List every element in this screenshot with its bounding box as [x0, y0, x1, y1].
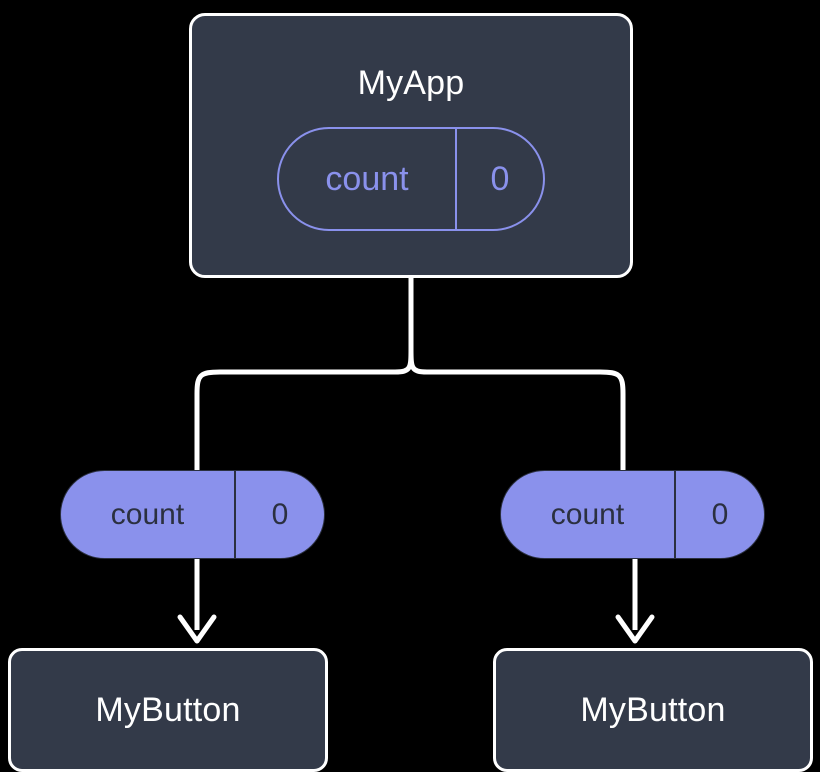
- component-node-myapp[interactable]: MyApp: [189, 13, 633, 278]
- component-node-mybutton-right[interactable]: MyButton: [493, 648, 813, 772]
- prop-pill-count-right[interactable]: count 0: [500, 470, 765, 559]
- state-pill-value: 0: [455, 129, 543, 229]
- prop-pill-key: count: [550, 497, 625, 531]
- edge-root-to-left-pill: [194, 275, 414, 473]
- arrow-head-right: [615, 614, 655, 644]
- arrow-head-left: [177, 614, 217, 644]
- state-pill-count-root[interactable]: count 0: [277, 127, 545, 231]
- prop-pill-value: 0: [234, 471, 324, 558]
- component-label-mybutton: MyButton: [580, 691, 726, 729]
- component-label-myapp: MyApp: [357, 64, 465, 102]
- state-pill-key: count: [325, 160, 409, 198]
- prop-pill-value: 0: [674, 471, 764, 558]
- prop-pill-count-left[interactable]: count 0: [60, 470, 325, 559]
- prop-pill-key: count: [110, 497, 185, 531]
- component-node-mybutton-left[interactable]: MyButton: [8, 648, 328, 772]
- component-label-mybutton: MyButton: [95, 691, 241, 729]
- edge-root-to-right-pill: [408, 275, 626, 473]
